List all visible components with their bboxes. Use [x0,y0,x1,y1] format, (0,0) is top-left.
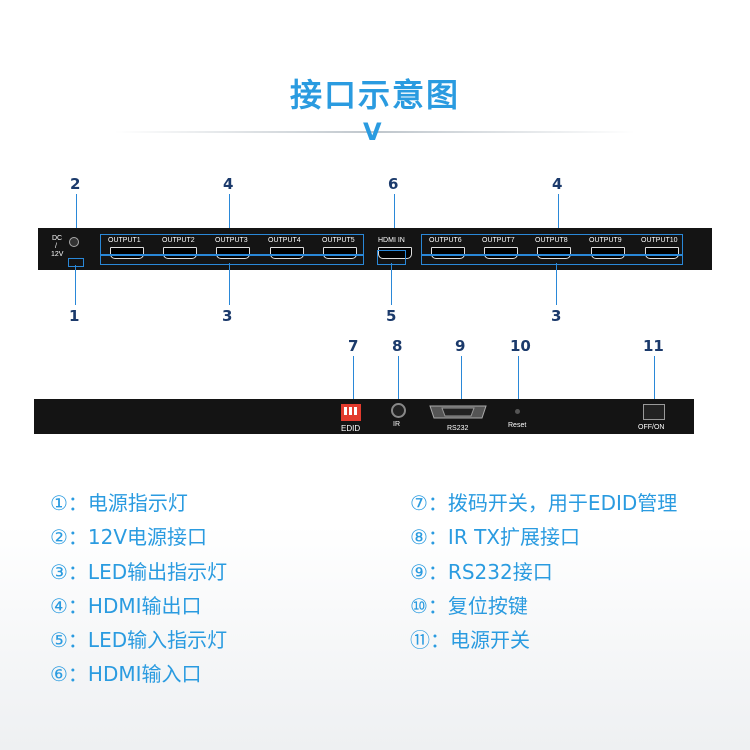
legend-item-6: ⑥：HDMI输入口 [50,662,202,686]
leader-line [229,263,230,305]
callout-6: 6 [388,175,399,193]
output4-label: OUTPUT4 [268,237,301,244]
legend-item-10: ⑩：复位按键 [410,594,528,618]
dc-label: DC [52,235,63,242]
hdmi-output-port [163,247,197,259]
legend-item-8: ⑧：IR TX扩展接口 [410,525,580,549]
leader-line [229,194,230,236]
output1-label: OUTPUT1 [108,237,141,244]
hdmi-output-port [645,247,679,259]
reset-button [515,409,520,414]
hdmi-output-port [591,247,625,259]
callout-11: 11 [643,337,664,355]
legend-item-1: ①：电源指示灯 [50,491,188,515]
leader-line [556,263,557,305]
output3-label: OUTPUT3 [215,237,248,244]
callout-1: 1 [69,307,80,325]
output7-label: OUTPUT7 [482,237,515,244]
rs232-label: RS232 [447,425,469,432]
legend-item-7: ⑦：拨码开关，用于EDID管理 [410,491,678,515]
legend-item-9: ⑨：RS232接口 [410,560,553,584]
leader-line [398,356,399,400]
leader-line [394,194,395,234]
outputs-right-box [421,234,683,256]
leader-line [461,356,462,404]
leader-line [76,194,77,234]
dip-switch [341,404,361,421]
hdmi-output-port [110,247,144,259]
callout-5: 5 [386,307,397,325]
callout-7: 7 [348,337,359,355]
leader-line [654,356,655,400]
edid-label: EDID [341,424,361,433]
dc-slash: / [55,243,57,250]
device-front-panel: DC / 12V OUTPUT1 OUTPUT2 OUTPUT3 OUTPUT4… [38,228,712,270]
output2-label: OUTPUT2 [162,237,195,244]
volt-label: 12V [51,251,64,258]
output9-label: OUTPUT9 [589,237,622,244]
callout-10: 10 [510,337,531,355]
legend-item-11: ⑪：电源开关 [410,628,530,652]
legend-item-2: ②：12V电源接口 [50,525,208,549]
callout-4-right: 4 [552,175,563,193]
callout-3-left: 3 [222,307,233,325]
callout-3-right: 3 [551,307,562,325]
legend-item-4: ④：HDMI输出口 [50,594,202,618]
leader-line [558,194,559,234]
hdmi-output-port [323,247,357,259]
callout-4-left: 4 [223,175,234,193]
hdmi-output-port [484,247,518,259]
output5-label: OUTPUT5 [322,237,355,244]
legend-item-3: ③：LED输出指示灯 [50,560,228,584]
leader-line [518,356,519,404]
callout-2: 2 [70,175,81,193]
offon-label: OFF/ON [638,424,665,431]
callout-8: 8 [392,337,403,355]
reset-label: Reset [508,422,527,429]
power-led-box [68,258,84,267]
rs232-port [429,405,487,419]
hdmi-output-port [270,247,304,259]
title-divider [115,131,635,133]
hdmi-in-label: HDMI IN [378,237,405,244]
hdmi-output-port [216,247,250,259]
chevron-down-icon: V [363,118,382,146]
hdmi-output-port [537,247,571,259]
output10-label: OUTPUT10 [641,237,678,244]
page-title: 接口示意图 [289,76,460,114]
outputs-left-box [100,234,364,256]
hdmi-output-port [431,247,465,259]
legend-item-5: ⑤：LED输入指示灯 [50,628,228,652]
led-right-box [421,254,683,265]
leader-line [391,263,392,305]
output6-label: OUTPUT6 [429,237,462,244]
output8-label: OUTPUT8 [535,237,568,244]
power-switch [643,404,665,420]
ir-label: IR [393,421,400,428]
led-left-box [100,254,364,265]
device-rear-panel [34,399,694,434]
leader-line [353,356,354,400]
ir-port [391,403,406,418]
callout-9: 9 [455,337,466,355]
dc-jack [69,237,79,247]
leader-line [75,265,76,305]
